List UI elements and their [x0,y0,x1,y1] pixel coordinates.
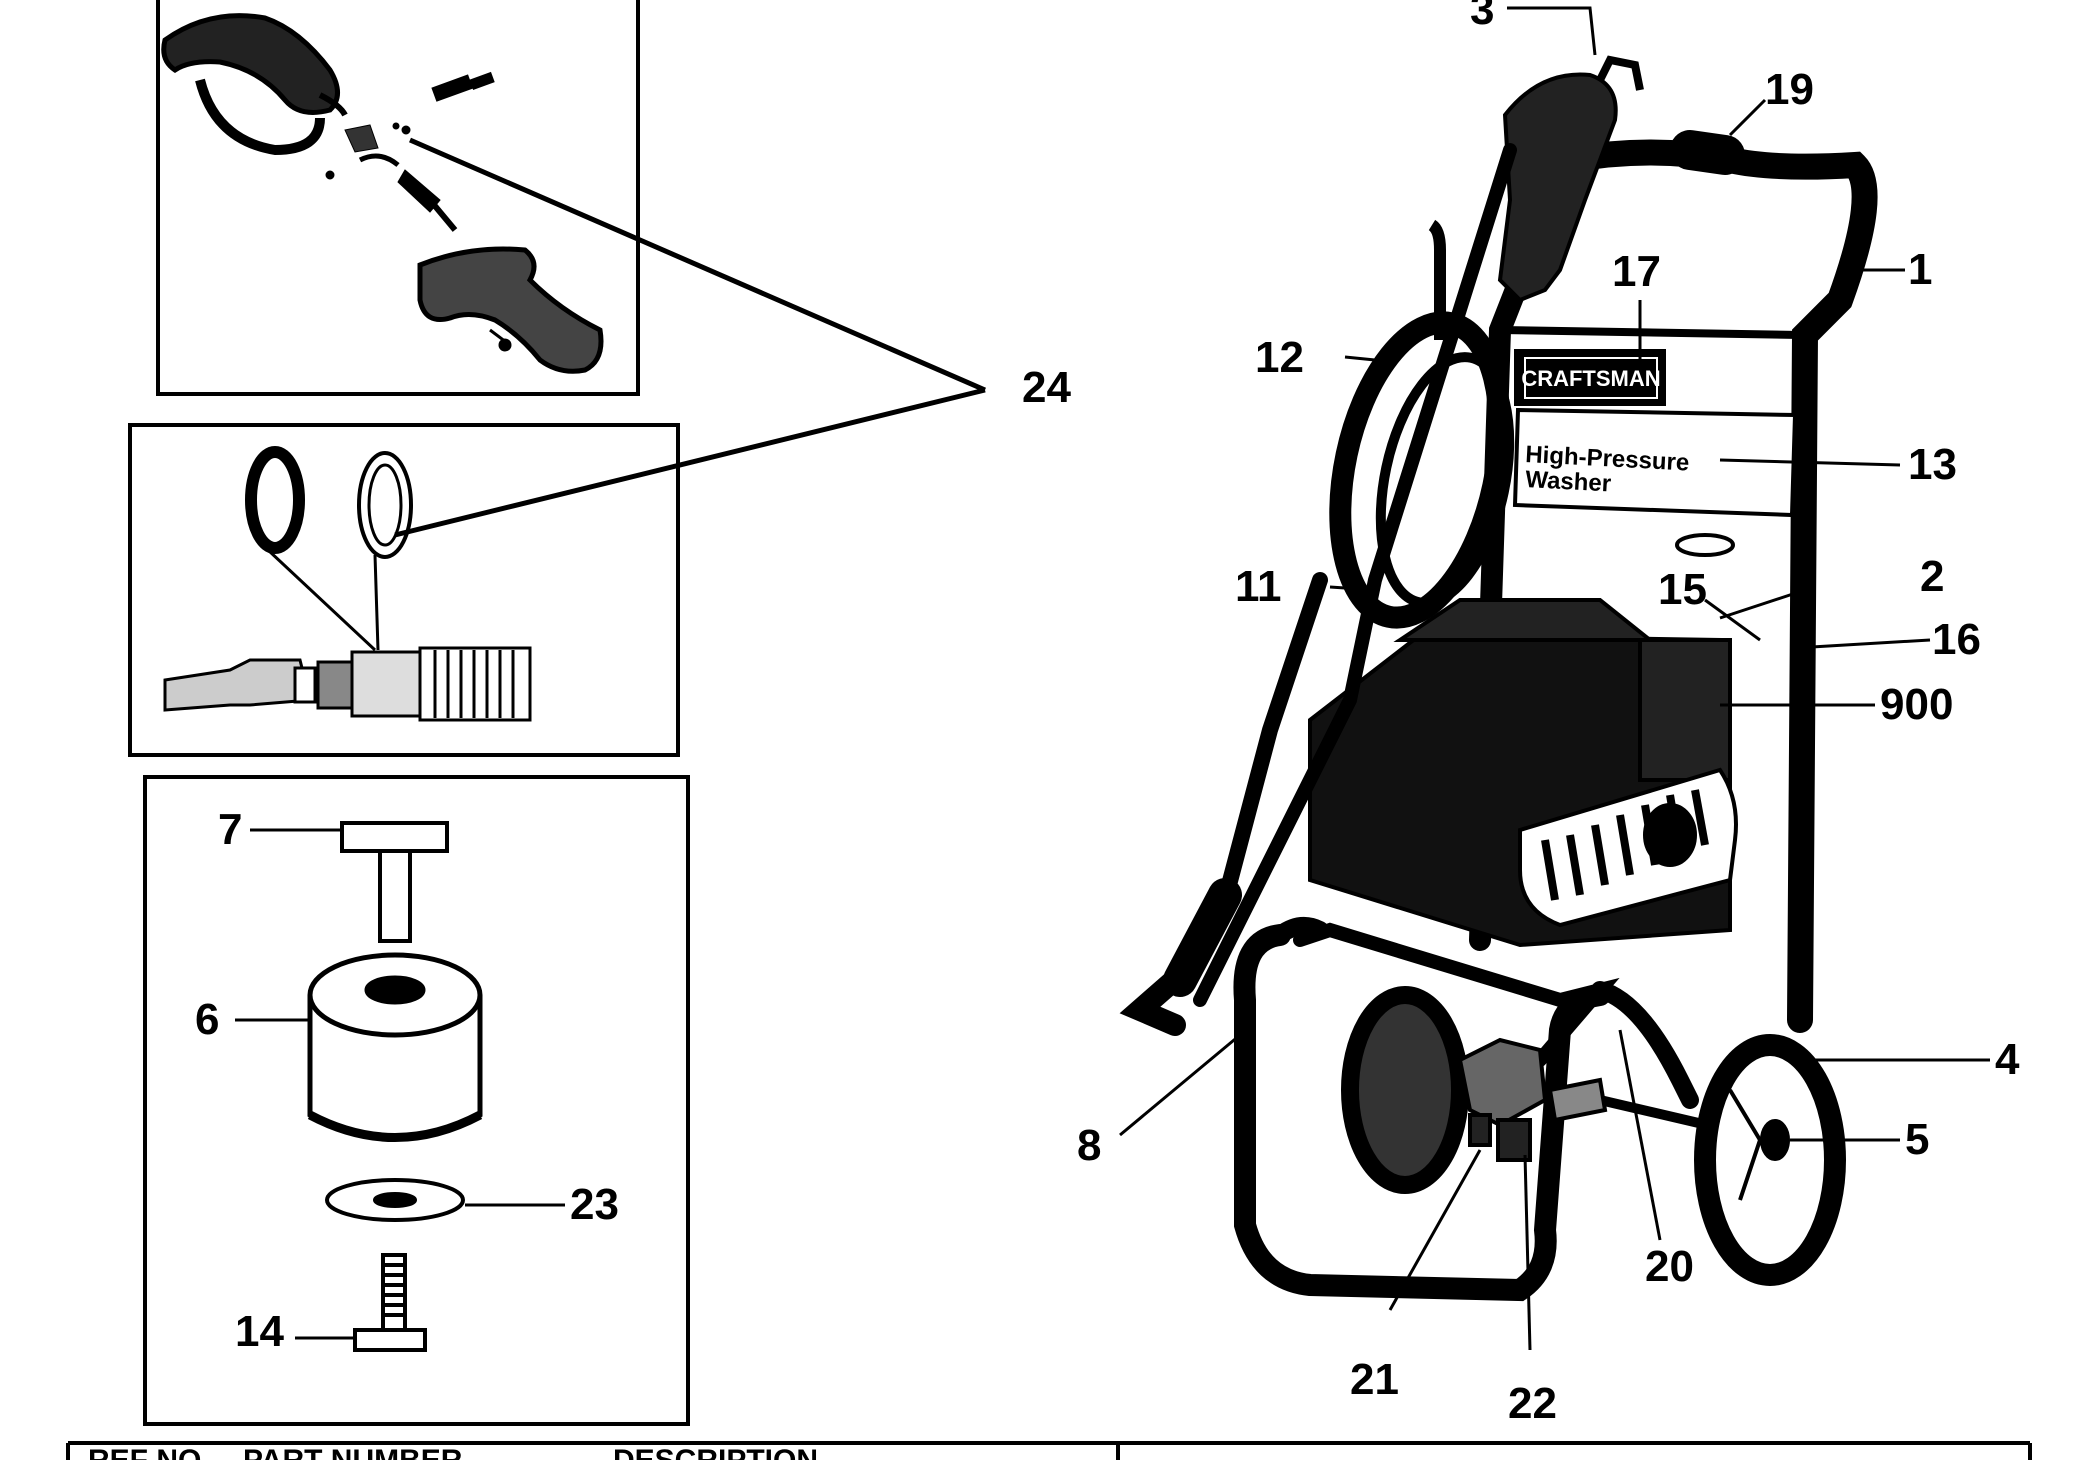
callout-2: 2 [1920,552,1945,601]
spray-wand [1119,143,1517,1036]
callout-13: 13 [1908,440,1957,489]
front-wheel [1341,986,1469,1194]
quick-connect-assembly [163,646,532,722]
o-ring [245,446,305,554]
header-description: DESCRIPTION [613,1446,818,1460]
callout-17: 17 [1612,247,1661,296]
callout-7: 7 [218,805,243,854]
spray-gun-handle-lower [417,246,604,374]
wheel-bushing [307,952,483,1142]
o-ring-leader [266,548,377,652]
callout-24: 24 [1022,363,1071,412]
callout-23: 23 [570,1180,619,1229]
callout-1: 1 [1908,245,1933,294]
retaining-ring-leader [373,554,380,651]
callout-6: 6 [195,995,220,1044]
axle-pin [340,821,449,943]
washer [325,1178,465,1222]
header-ref-no: REF NO. [88,1446,210,1460]
callout-3: 3 [1470,0,1495,34]
callout-15: 15 [1658,565,1707,614]
callout-20: 20 [1645,1242,1694,1291]
header-part-number: PART NUMBER [243,1446,462,1460]
engine-blower-grille [1518,767,1738,928]
decal-title-line2: Washer [1525,466,1612,497]
spray-gun [1497,55,1644,303]
inset-spray-gun-frame [156,0,640,396]
callout-8: 8 [1077,1121,1102,1170]
callout-900: 900 [1880,680,1954,729]
decal-panel [1512,349,1798,557]
retaining-ring [357,451,413,559]
callout-19: 19 [1765,65,1814,114]
callout-4: 4 [1995,1035,2020,1084]
leader-lines [235,6,1990,1351]
spray-gun-parts [325,71,495,232]
callout-22: 22 [1508,1379,1557,1428]
callout-5: 5 [1905,1115,1930,1164]
pump [1457,1037,1608,1162]
callout-14: 14 [235,1307,284,1356]
spray-gun-handle-upper [161,13,348,156]
parts-table-header: REF NO. PART NUMBER DESCRIPTION [68,1432,2068,1460]
callout-16: 16 [1932,615,1981,664]
inset-quick-connect-frame [128,423,680,757]
bolt [353,1253,427,1352]
rear-wheel [1694,1034,1846,1286]
inset-wheel-parts-frame [143,775,690,1426]
callout-12: 12 [1255,333,1304,382]
decal-brand-text: CRAFTSMAN [1521,366,1660,391]
callout-21: 21 [1350,1355,1399,1404]
leader-lines-24 [394,137,986,538]
callout-11: 11 [1235,562,1282,611]
